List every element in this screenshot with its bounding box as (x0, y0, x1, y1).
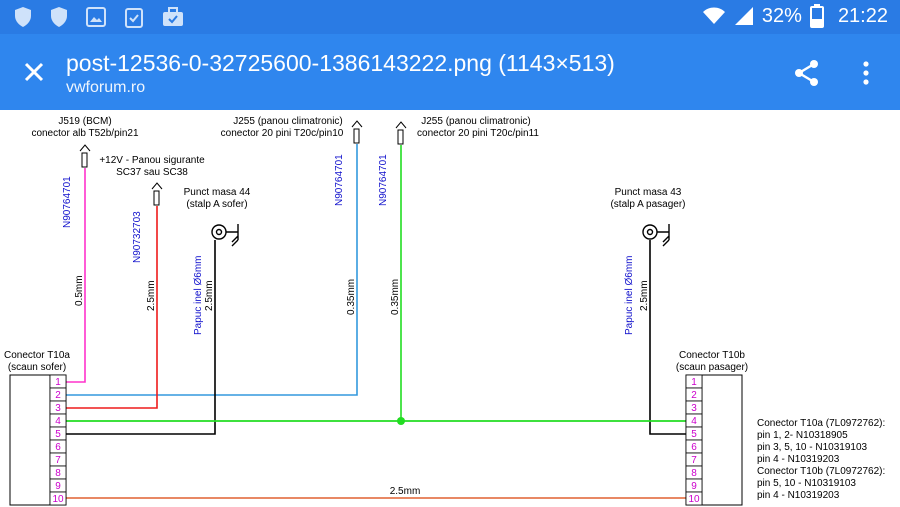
part-number-labels: N90764701 N90732703 N90764701 N90764701 … (62, 154, 635, 335)
size-red: 2.5mm (146, 280, 157, 311)
wires (66, 144, 686, 499)
pin-number: 6 (55, 442, 61, 453)
pin-number: 2 (55, 390, 61, 401)
pin-number: 3 (691, 403, 697, 414)
panou-line1: +12V - Panou sigurante (99, 155, 205, 166)
page-subtitle: vwforum.ro (66, 79, 146, 96)
pin-number: 9 (691, 481, 697, 492)
pin-number: 5 (691, 429, 697, 440)
part-pink: N90764701 (62, 176, 73, 228)
masa43-line1: Punct masa 43 (615, 187, 682, 198)
j255a-line1: J255 (panou climatronic) (233, 116, 343, 127)
connector-t10b: 1 2 3 4 5 6 7 8 9 10 (685, 374, 743, 506)
panou-line2: SC37 sau SC38 (116, 167, 188, 178)
notification-icons (14, 6, 184, 28)
briefcase-check-icon (163, 7, 183, 26)
green-junction (397, 417, 405, 425)
close-icon[interactable] (18, 56, 50, 88)
j519-line1: J519 (BCM) (58, 116, 111, 127)
system-indicators: 32% 21:22 (702, 4, 888, 28)
wifi-icon (702, 7, 725, 24)
wire-red (66, 206, 158, 409)
wire-blue (66, 144, 358, 396)
wire-pink (66, 168, 86, 383)
pins-left: 1 2 3 4 5 6 7 8 9 10 (49, 374, 67, 506)
j255b-line1: J255 (panou climatronic) (421, 116, 531, 127)
app-bar: post-12536-0-32725600-1386143222.png (11… (0, 34, 900, 110)
ground-symbol-right (642, 224, 670, 247)
j255a-line2: conector 20 pini T20c/pin10 (221, 128, 344, 139)
pin-number: 2 (691, 390, 697, 401)
masa44-line1: Punct masa 44 (184, 187, 251, 198)
ground-symbol-left (211, 224, 239, 247)
pin-number: 10 (688, 494, 700, 505)
wire-size-labels: 0.5mm 2.5mm 2.5mm 0.35mm 0.35mm 2.5mm (74, 275, 650, 315)
clipboard-check-icon (125, 8, 143, 28)
conn-right-line2: (scaun pasager) (676, 362, 748, 373)
part-green: N90764701 (378, 154, 389, 206)
terminal-pins (79, 120, 407, 206)
pin-cell (49, 491, 67, 506)
part-blue: N90764701 (334, 154, 345, 206)
more-options-icon[interactable] (858, 58, 874, 88)
pins-right: 1 2 3 4 5 6 7 8 9 10 (685, 374, 703, 506)
battery-icon (809, 4, 824, 28)
pin-number: 4 (691, 416, 697, 427)
labels: J519 (BCM) conector alb T52b/pin21 +12V … (4, 116, 748, 497)
pin-number: 7 (691, 455, 697, 466)
pin-number: 5 (55, 429, 61, 440)
note-line: Conector T10a (7L0972762): (757, 418, 885, 429)
pin-number: 4 (55, 416, 61, 427)
size-black-right: 2.5mm (639, 280, 650, 311)
wire-black-left (66, 240, 216, 435)
pin-number: 7 (55, 455, 61, 466)
size-orange: 2.5mm (390, 486, 421, 497)
wire-black-right (649, 240, 686, 435)
j255b-line2: conector 20 pini T20c/pin11 (417, 128, 539, 139)
note-line: pin 1, 2- N10318905 (757, 430, 848, 441)
size-green: 0.35mm (390, 279, 401, 315)
note-line: pin 4 - N10319203 (757, 454, 840, 465)
pin-number: 1 (55, 377, 61, 388)
clock: 21:22 (837, 4, 888, 27)
size-blue: 0.35mm (346, 279, 357, 315)
connector-notes: Conector T10a (7L0972762):pin 1, 2- N103… (757, 418, 885, 501)
conn-left-line2: (scaun sofer) (8, 362, 66, 373)
pin-number: 10 (52, 494, 64, 505)
papuc-right: Papuc inel Ø6mm (624, 256, 635, 335)
signal-icon (734, 7, 753, 25)
pin-number: 9 (55, 481, 61, 492)
papuc-left: Papuc inel Ø6mm (193, 256, 204, 335)
wiring-diagram-image[interactable]: 1 2 3 4 5 6 7 8 9 10 1 2 3 4 5 6 7 8 9 10 J519 (BCM) conec… (0, 110, 900, 507)
note-line: pin 5, 10 - N10319103 (757, 478, 856, 489)
masa44-line2: (stalp A sofer) (186, 199, 247, 210)
size-black-left: 2.5mm (204, 280, 215, 311)
page-title: post-12536-0-32725600-1386143222.png (11… (66, 50, 615, 76)
masa43-line2: (stalp A pasager) (610, 199, 685, 210)
status-bar: 32% 21:22 (0, 0, 900, 34)
pin-cell (685, 491, 703, 506)
shield-icon (51, 7, 67, 27)
part-red: N90732703 (132, 211, 143, 263)
note-line: pin 4 - N10319203 (757, 490, 840, 501)
connector-t10a: 1 2 3 4 5 6 7 8 9 10 (9, 374, 67, 506)
conn-right-line1: Conector T10b (679, 350, 745, 361)
note-line: Conector T10b (7L0972762): (757, 466, 885, 477)
j519-line2: conector alb T52b/pin21 (31, 128, 139, 139)
image-icon (86, 7, 106, 27)
shield-icon (15, 7, 31, 27)
pin-number: 8 (55, 468, 61, 479)
pin-number: 8 (691, 468, 697, 479)
pin-number: 3 (55, 403, 61, 414)
conn-left-line1: Conector T10a (4, 350, 70, 361)
pin-number: 6 (691, 442, 697, 453)
battery-percent: 32% (761, 4, 802, 27)
share-icon[interactable] (792, 58, 822, 88)
note-line: pin 3, 5, 10 - N10319103 (757, 442, 868, 453)
size-pink: 0.5mm (74, 275, 85, 306)
pin-number: 1 (691, 377, 697, 388)
